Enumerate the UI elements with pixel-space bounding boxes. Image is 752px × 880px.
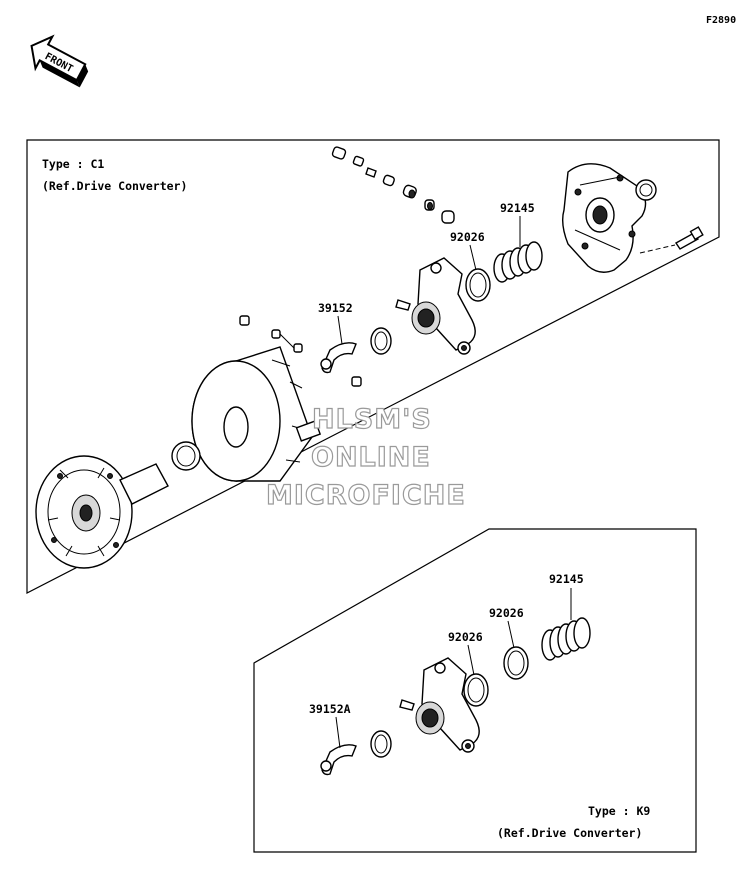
front-arrow-icon: FRONT <box>30 34 89 88</box>
ring-92026-top <box>465 268 491 302</box>
ring-92026-bottom-a <box>503 646 529 680</box>
label-39152: 39152 <box>318 301 353 315</box>
box-top-frame <box>26 139 720 594</box>
label-92145-bottom: 92145 <box>549 572 584 586</box>
label-92026-top: 92026 <box>450 230 485 244</box>
spring-92145-top <box>493 241 543 283</box>
box-bottom-type-label: Type : K9 <box>588 804 650 818</box>
nuts-pins <box>239 315 362 387</box>
box-top-type-label: Type : C1 <box>42 157 104 171</box>
bushing <box>635 179 657 201</box>
diagram-code: F2890 <box>706 15 736 26</box>
movable-sheave <box>191 346 322 482</box>
watermark-line-2: ONLINE <box>311 442 431 473</box>
bolt <box>674 226 704 250</box>
bushing-left <box>171 441 201 471</box>
ring-92026-bottom-b <box>463 673 489 707</box>
roller-pins <box>331 146 455 224</box>
fixed-sheave <box>35 455 169 569</box>
box-bottom-ref-label: (Ref.Drive Converter) <box>497 826 642 840</box>
weight-39152a <box>320 744 357 776</box>
watermark-line-1: HLSM'S <box>312 404 432 435</box>
spider-assembly-top <box>395 257 476 355</box>
washer-top <box>370 327 392 355</box>
washer-bottom <box>370 730 392 758</box>
box-top-ref-label: (Ref.Drive Converter) <box>42 179 187 193</box>
watermark-line-3: MICROFICHE <box>266 480 466 511</box>
weight-39152 <box>320 342 357 374</box>
label-39152a: 39152A <box>309 702 351 716</box>
box-bottom-frame <box>253 528 697 853</box>
label-92026-bottom-a: 92026 <box>489 606 524 620</box>
spider-assembly-bottom <box>399 657 480 753</box>
spring-92145-bottom <box>541 617 591 661</box>
label-92026-bottom-b: 92026 <box>448 630 483 644</box>
cover-plate <box>561 163 647 273</box>
label-92145-top: 92145 <box>500 201 535 215</box>
